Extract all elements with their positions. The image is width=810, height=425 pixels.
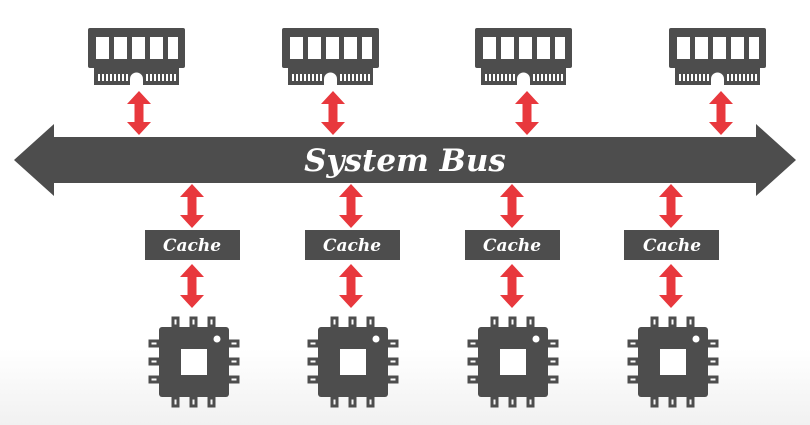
memory-modules: [88, 28, 766, 85]
cache-box-3: Cache: [465, 230, 560, 260]
double-arrow-icon: [321, 91, 345, 135]
memory-chip-icon: [282, 28, 379, 85]
cache-label: Cache: [163, 236, 221, 256]
memory-chip-icon: [475, 28, 572, 85]
double-arrow-icon: [339, 264, 363, 308]
cache-label: Cache: [643, 236, 701, 256]
double-arrow-icon: [515, 91, 539, 135]
double-arrow-icon: [180, 264, 204, 308]
double-arrow-icon: [127, 91, 151, 135]
cpu-chip-icon: [307, 316, 399, 408]
double-arrow-icon: [659, 264, 683, 308]
cache-box-4: Cache: [624, 230, 719, 260]
cpu-chip-icon: [467, 316, 559, 408]
double-arrow-icon: [339, 184, 363, 228]
double-arrow-icon: [500, 264, 524, 308]
memory-bus-arrows: [127, 91, 733, 135]
double-arrow-icon: [180, 184, 204, 228]
memory-chip-icon: [669, 28, 766, 85]
cache-label: Cache: [323, 236, 381, 256]
cache-cpu-arrows: [180, 264, 683, 308]
double-arrow-icon: [500, 184, 524, 228]
double-arrow-icon: [709, 91, 733, 135]
bus-arrow-shape: [14, 124, 796, 196]
bus-cache-arrows: [180, 184, 683, 228]
cpu-chip-icon: [148, 316, 240, 408]
cache-box-1: Cache: [145, 230, 240, 260]
processors: [148, 316, 719, 408]
double-arrow-icon: [659, 184, 683, 228]
cache-box-2: Cache: [305, 230, 400, 260]
memory-chip-icon: [88, 28, 185, 85]
cpu-chip-icon: [627, 316, 719, 408]
caches: Cache Cache Cache Cache: [145, 230, 719, 260]
system-bus: System Bus: [14, 124, 796, 196]
cache-label: Cache: [483, 236, 541, 256]
system-bus-label: System Bus: [304, 143, 506, 179]
